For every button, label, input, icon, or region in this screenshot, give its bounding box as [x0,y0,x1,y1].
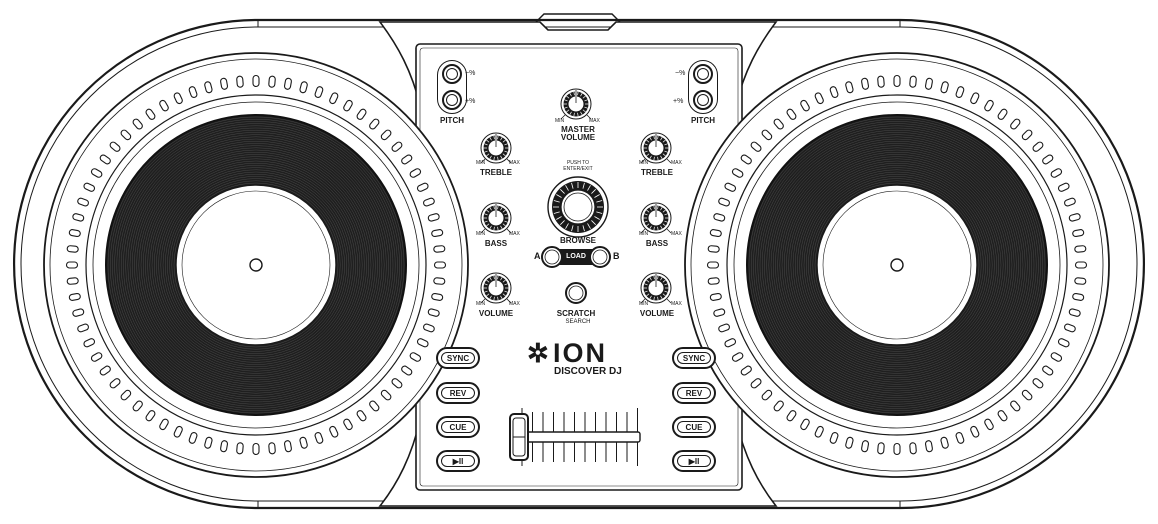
right-treble-knob[interactable] [640,132,672,164]
left-pitch-plus-button[interactable] [442,90,462,110]
knob-layer [480,88,672,304]
left-treble-max: MAX [509,160,520,166]
right-volume-min: MIN [639,301,649,307]
right-pitch-frame [688,60,718,114]
left-play-pause-button[interactable]: ▶II [436,450,480,472]
left-volume-knob[interactable] [480,272,512,304]
right-cue-button[interactable]: CUE [672,416,716,438]
browse-hint-1: PUSH TO [566,160,590,166]
load-label: LOAD [566,253,586,260]
left-volume-max: MAX [509,301,520,307]
master-volume-max: MAX [589,118,600,124]
left-bass-knob[interactable] [480,202,512,234]
right-sync-button[interactable]: SYNC [672,347,716,369]
crossfader[interactable] [509,408,641,466]
right-bass-max: MAX [671,231,682,237]
left-pitch-plus-label: +% [465,98,476,105]
left-pitch-minus-label: −% [465,70,476,77]
browse-encoder[interactable] [547,176,609,238]
master-volume-min: MIN [555,118,565,124]
master-volume-label-1: MASTER [561,125,595,134]
load-b-label: B [613,251,620,261]
left-cue-button[interactable]: CUE [436,416,480,438]
right-volume-label: VOLUME [639,309,675,318]
right-play-pause-button[interactable]: ▶II [672,450,716,472]
right-bass-knob[interactable] [640,202,672,234]
ion-logo-symbol: ✲ [527,338,549,368]
load-a-label: A [534,251,541,261]
left-treble-min: MIN [476,160,486,166]
browse-label: BROWSE [560,236,596,245]
crossfader-track [517,431,641,443]
right-treble-min: MIN [639,160,649,166]
ion-logo: ION [553,338,608,368]
left-bass-min: MIN [476,231,486,237]
scratch-label: SCRATCH [556,309,596,318]
right-treble-label: TREBLE [641,168,673,177]
left-volume-min: MIN [476,301,486,307]
mixer-top-notch [535,13,621,23]
left-volume-label: VOLUME [478,309,514,318]
right-pitch-minus-button[interactable] [693,64,713,84]
scratch-button[interactable] [565,282,587,304]
load-control [541,246,611,268]
left-treble-knob[interactable] [480,132,512,164]
product-name: DISCOVER DJ [554,366,622,377]
right-pitch-plus-button[interactable] [693,90,713,110]
browse-hint-2: ENTER/EXIT [563,166,593,172]
left-pitch-frame [437,60,467,114]
master-volume-label-2: VOLUME [560,133,596,142]
left-sync-button[interactable]: SYNC [436,347,480,369]
scratch-sublabel: SEARCH [565,319,591,325]
left-pitch-minus-button[interactable] [442,64,462,84]
right-volume-knob[interactable] [640,272,672,304]
right-pitch-label: PITCH [691,116,715,125]
right-deck-platter[interactable] [684,52,1110,478]
left-treble-label: TREBLE [480,168,512,177]
right-treble-max: MAX [671,160,682,166]
left-deck-platter[interactable] [43,52,469,478]
right-bass-min: MIN [639,231,649,237]
left-rev-button[interactable]: REV [436,382,480,404]
left-bass-max: MAX [509,231,520,237]
left-pitch-label: PITCH [440,116,464,125]
master-volume-knob[interactable] [560,88,592,120]
right-rev-button[interactable]: REV [672,382,716,404]
right-bass-label: BASS [645,239,669,248]
right-pitch-plus-label: +% [673,98,684,105]
left-bass-label: BASS [484,239,508,248]
right-pitch-minus-label: −% [675,70,686,77]
right-volume-max: MAX [671,301,682,307]
